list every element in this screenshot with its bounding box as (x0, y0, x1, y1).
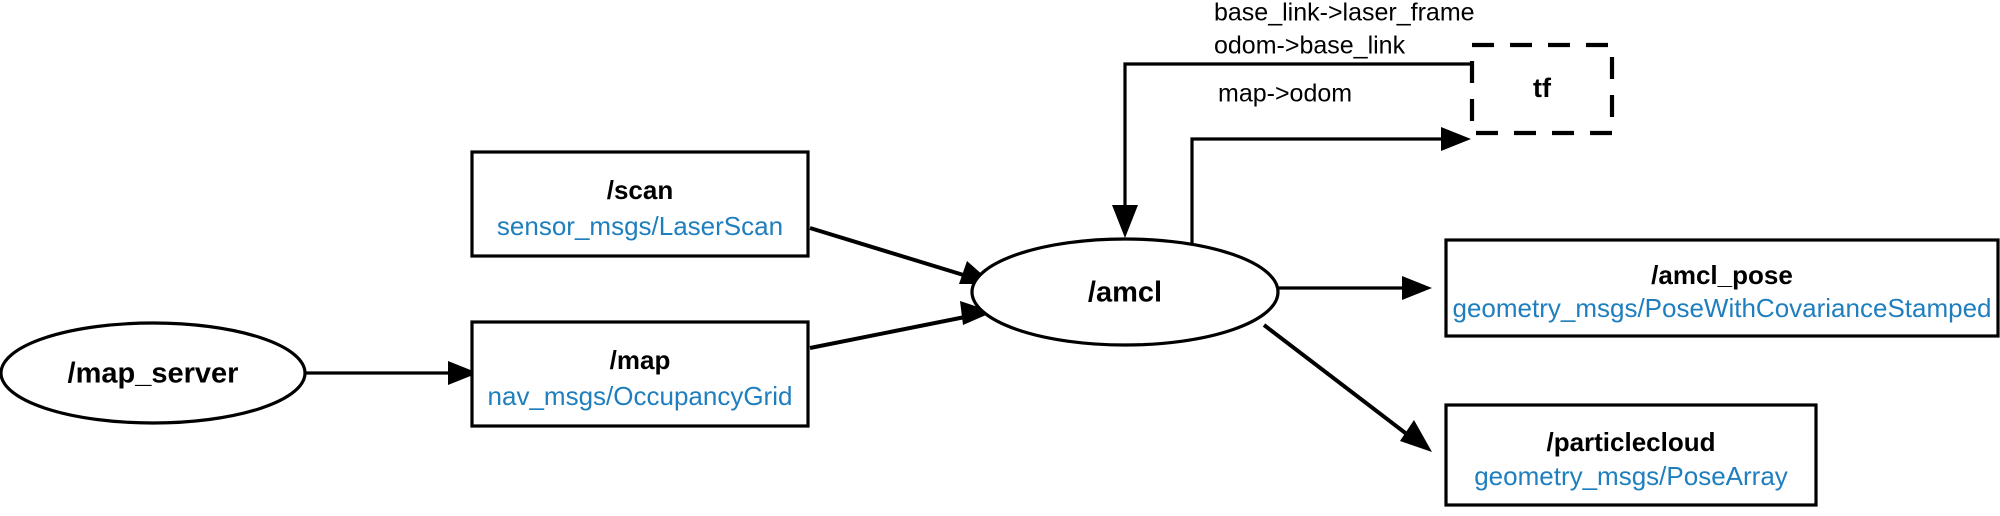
topic-box-particlecloud[interactable]: /particlecloud geometry_msgs/PoseArray (1444, 403, 1818, 507)
topic-amcl-pose-name: /amcl_pose (1651, 260, 1793, 290)
topic-scan-name: /scan (607, 175, 674, 205)
node-amcl-label: /amcl (1088, 277, 1162, 309)
edge-map-to-amcl (809, 301, 993, 350)
topic-map-name: /map (610, 345, 671, 375)
node-tf[interactable]: tf (1469, 42, 1615, 136)
topic-map-type: nav_msgs/OccupancyGrid (488, 381, 793, 411)
topic-particlecloud-name: /particlecloud (1546, 427, 1715, 457)
node-amcl[interactable]: /amcl (970, 237, 1280, 347)
node-tf-label: tf (1533, 73, 1552, 103)
topic-box-scan[interactable]: /scan sensor_msgs/LaserScan (470, 150, 810, 258)
edge-map-server-to-map (306, 361, 478, 385)
edge-label-tf-in-line2: odom->base_link (1214, 32, 1406, 60)
edge-tf-to-amcl (1112, 62, 1470, 238)
edge-scan-to-amcl (809, 226, 993, 284)
edge-label-tf-in-line1: base_link->laser_frame (1214, 0, 1475, 27)
topic-particlecloud-type: geometry_msgs/PoseArray (1474, 461, 1788, 491)
node-map-server-label: /map_server (68, 358, 239, 390)
node-map-server[interactable]: /map_server (0, 321, 307, 425)
topic-box-amcl-pose[interactable]: /amcl_pose geometry_msgs/PoseWithCovaria… (1444, 238, 2000, 338)
edge-amcl-to-particlecloud (1262, 323, 1432, 452)
edge-amcl-to-tf (1190, 127, 1471, 243)
edge-amcl-to-amcl-pose (1278, 276, 1432, 300)
edge-label-tf-out: map->odom (1218, 80, 1352, 108)
topic-amcl-pose-type: geometry_msgs/PoseWithCovarianceStamped (1452, 293, 1991, 323)
topic-box-map[interactable]: /map nav_msgs/OccupancyGrid (470, 320, 810, 428)
topic-scan-type: sensor_msgs/LaserScan (497, 211, 783, 241)
